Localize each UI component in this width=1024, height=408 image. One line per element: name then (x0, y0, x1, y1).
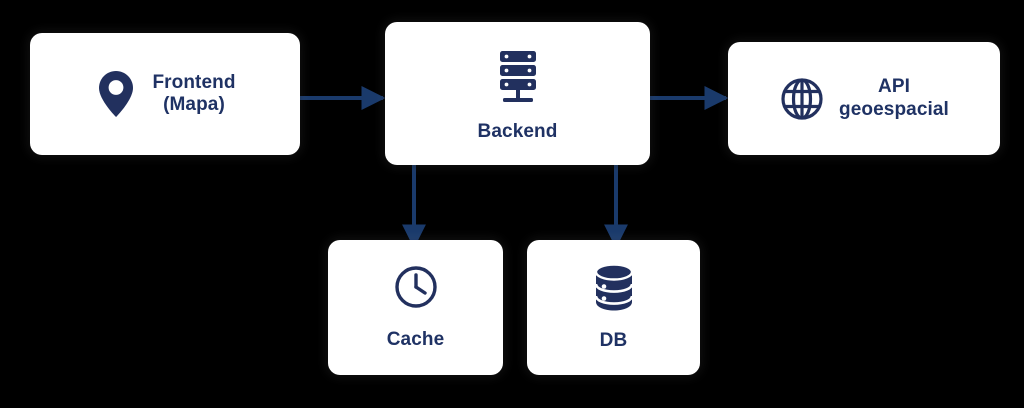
node-cache-label: Cache (386, 329, 445, 351)
map-pin-icon (94, 68, 138, 120)
server-rack-icon (492, 49, 544, 105)
node-frontend-label: Frontend (Mapa) (152, 71, 236, 115)
node-db[interactable]: DB (527, 240, 700, 375)
database-icon (591, 262, 637, 312)
node-frontend[interactable]: Frontend (Mapa) (30, 33, 300, 155)
globe-icon (779, 76, 825, 122)
node-backend[interactable]: Backend (385, 22, 650, 165)
node-backend-label: Backend (477, 121, 558, 143)
node-db-label: DB (599, 330, 628, 352)
node-cache[interactable]: Cache (328, 240, 503, 375)
node-api[interactable]: API geoespacial (728, 42, 1000, 155)
node-api-label: API geoespacial (839, 76, 949, 120)
clock-icon (392, 263, 440, 311)
